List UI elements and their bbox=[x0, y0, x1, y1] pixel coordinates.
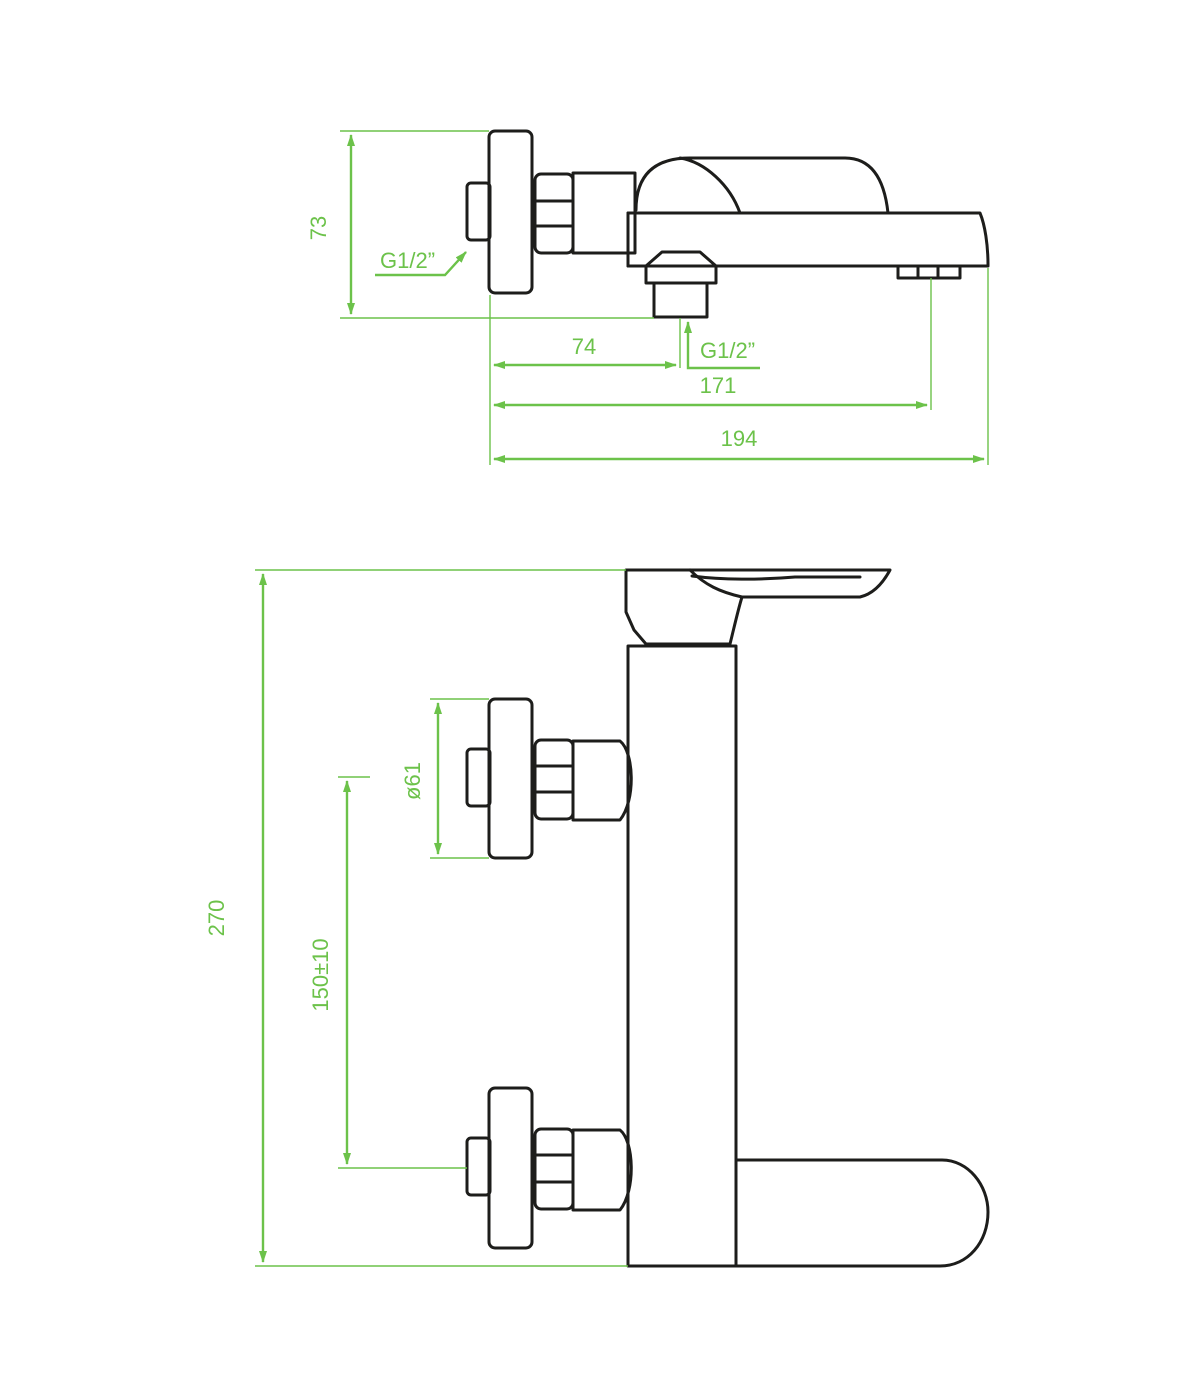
thread-leader-left bbox=[375, 251, 467, 277]
front-head bbox=[624, 568, 892, 646]
top-view-dimensions: 73 G1/2” G1/2” 74 171 194 bbox=[306, 130, 989, 465]
top-body bbox=[626, 211, 990, 268]
front-upper-knob bbox=[465, 747, 492, 808]
top-wall-flange bbox=[487, 129, 534, 295]
top-eccentric-arm bbox=[571, 171, 637, 255]
front-lever bbox=[688, 568, 744, 599]
front-lower-nut bbox=[533, 1127, 575, 1211]
top-diverter-collar bbox=[644, 250, 718, 285]
front-lower-flange bbox=[487, 1086, 534, 1250]
front-lower-arm bbox=[571, 1128, 633, 1212]
front-upper-arm bbox=[571, 739, 633, 822]
top-outlet-connector bbox=[652, 281, 709, 319]
top-spout-aerator bbox=[896, 264, 962, 280]
dim-label-171: 171 bbox=[700, 373, 737, 398]
dim-label-194: 194 bbox=[721, 426, 758, 451]
top-lever bbox=[634, 156, 890, 215]
top-handle-knob bbox=[465, 181, 492, 242]
dim-label-74: 74 bbox=[572, 334, 596, 359]
front-spout bbox=[734, 1158, 990, 1268]
dim-label-270: 270 bbox=[204, 900, 229, 937]
dim-label-diameter: ø61 bbox=[400, 762, 425, 800]
thread-leader-bottom bbox=[684, 321, 760, 370]
front-body bbox=[626, 644, 738, 1268]
dim-label-spacing: 150±10 bbox=[308, 938, 333, 1011]
front-lower-knob bbox=[465, 1136, 492, 1197]
thread-label-left: G1/2” bbox=[380, 248, 435, 273]
front-upper-flange bbox=[487, 697, 534, 860]
thread-label-bottom: G1/2” bbox=[700, 338, 755, 363]
top-view-faucet bbox=[465, 129, 990, 319]
dim-label-73: 73 bbox=[306, 216, 331, 240]
front-view-dimensions: 270 ø61 150±10 bbox=[204, 569, 628, 1267]
front-upper-nut bbox=[533, 738, 575, 821]
front-view-faucet bbox=[465, 568, 990, 1268]
top-hex-nut bbox=[533, 172, 575, 255]
